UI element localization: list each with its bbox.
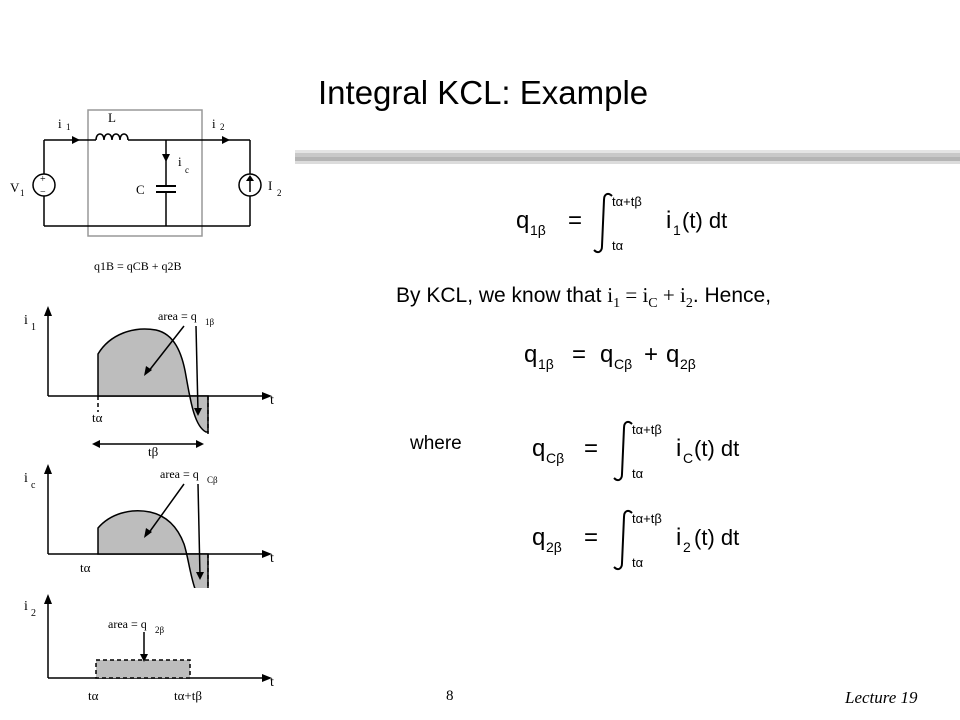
svg-text:1: 1 xyxy=(673,222,681,238)
svg-text:tα: tα xyxy=(80,560,91,575)
svg-text:i: i xyxy=(676,435,681,462)
svg-text:=: = xyxy=(584,435,598,462)
svg-text:c: c xyxy=(31,480,36,491)
svg-text:+: + xyxy=(40,174,46,185)
svg-text:tα+tβ: tα+tβ xyxy=(612,194,642,209)
svg-text:tα: tα xyxy=(632,555,644,570)
svg-text:−: − xyxy=(40,187,46,198)
svg-text:i: i xyxy=(212,116,216,131)
svg-text:1β: 1β xyxy=(205,317,215,327)
svg-text:Cβ: Cβ xyxy=(207,475,218,485)
svg-text:i: i xyxy=(58,116,62,131)
lecture-label: Lecture 19 xyxy=(845,688,918,707)
kcl-statement: By KCL, we know that i1 = iC + i2. Hence… xyxy=(396,283,772,312)
arrow-right-icon xyxy=(72,136,80,144)
page-number: 8 xyxy=(446,688,454,704)
svg-text:+: + xyxy=(644,341,658,368)
svg-text:2: 2 xyxy=(31,608,36,619)
area-shape xyxy=(95,659,191,679)
title-rule xyxy=(295,150,960,164)
svg-text:i: i xyxy=(666,207,671,234)
svg-text:Cβ: Cβ xyxy=(546,450,564,466)
svg-text:t: t xyxy=(270,393,274,408)
svg-text:q: q xyxy=(666,341,679,368)
svg-text:i: i xyxy=(24,599,28,614)
svg-text:(t) dt: (t) dt xyxy=(694,525,739,550)
svg-text:(t) dt: (t) dt xyxy=(682,208,727,233)
svg-text:1: 1 xyxy=(20,188,25,198)
graph-i2: i 2 area = q 2β t tα tα+tβ xyxy=(24,594,274,703)
svg-text:1: 1 xyxy=(31,322,36,333)
svg-text:1: 1 xyxy=(66,122,71,132)
slide-title: Integral KCL: Example xyxy=(318,74,649,111)
svg-text:1β: 1β xyxy=(530,222,546,238)
q2b-integral-equation: q 2β = tα+tβ tα i 2 (t) dt xyxy=(532,509,739,571)
qcb-integral-equation: q Cβ = tα+tβ tα i C (t) dt xyxy=(532,420,739,482)
svg-text:i: i xyxy=(178,154,182,169)
svg-text:C: C xyxy=(136,182,145,197)
svg-text:2: 2 xyxy=(683,539,691,555)
svg-text:q1B = qCB + q2B: q1B = qCB + q2B xyxy=(94,259,182,273)
svg-text:c: c xyxy=(185,165,189,175)
svg-text:(t) dt: (t) dt xyxy=(694,436,739,461)
svg-text:2β: 2β xyxy=(680,356,696,372)
q1b-integral-equation: q 1β = tα+tβ tα i 1 (t) dt xyxy=(516,192,727,254)
inductor-icon xyxy=(95,133,129,141)
svg-text:tα: tα xyxy=(92,410,103,425)
circuit-diagram: + − i 1 L i 2 i c C V 1 I 2 q1B = qCB + … xyxy=(10,109,282,273)
svg-text:area = q: area = q xyxy=(160,467,199,481)
svg-text:Cβ: Cβ xyxy=(614,356,632,372)
area-shape xyxy=(97,328,209,433)
svg-text:i: i xyxy=(24,313,28,328)
svg-text:I: I xyxy=(268,178,272,193)
svg-text:=: = xyxy=(568,207,582,234)
svg-text:tα: tα xyxy=(612,238,624,253)
integral-sign-icon xyxy=(593,192,613,254)
svg-text:2β: 2β xyxy=(155,625,165,635)
svg-text:tα+tβ: tα+tβ xyxy=(174,688,202,703)
svg-text:2β: 2β xyxy=(546,539,562,555)
svg-text:t: t xyxy=(270,675,274,690)
svg-text:tα: tα xyxy=(632,466,644,481)
svg-text:q: q xyxy=(532,435,545,462)
where-label: where xyxy=(410,433,462,454)
svg-text:tα+tβ: tα+tβ xyxy=(632,422,662,437)
graph-ic: i c area = q Cβ t tα xyxy=(24,464,274,588)
svg-text:2: 2 xyxy=(277,188,282,198)
voltage-source-icon xyxy=(32,173,56,197)
svg-text:q: q xyxy=(600,341,613,368)
svg-text:t: t xyxy=(270,551,274,566)
arrow-down-icon xyxy=(162,154,170,162)
svg-text:tα: tα xyxy=(88,688,99,703)
svg-text:tβ: tβ xyxy=(148,444,159,459)
svg-text:i: i xyxy=(24,471,28,486)
svg-text:=: = xyxy=(572,341,586,368)
integral-sign-icon xyxy=(613,509,633,571)
node-box xyxy=(87,109,203,237)
svg-text:q: q xyxy=(532,524,545,551)
charge-sum-equation: q 1β = q Cβ + q 2β xyxy=(524,341,696,372)
integral-sign-icon xyxy=(613,420,633,482)
svg-text:q: q xyxy=(516,207,529,234)
svg-text:q: q xyxy=(524,341,537,368)
svg-text:area = q: area = q xyxy=(108,617,147,631)
svg-text:i: i xyxy=(676,524,681,551)
svg-text:tα+tβ: tα+tβ xyxy=(632,511,662,526)
svg-text:area = q: area = q xyxy=(158,309,197,323)
svg-text:C: C xyxy=(683,450,693,466)
svg-text:L: L xyxy=(108,110,116,125)
arrow-right-icon xyxy=(222,136,230,144)
svg-text:=: = xyxy=(584,524,598,551)
svg-text:2: 2 xyxy=(220,122,225,132)
svg-text:V: V xyxy=(10,180,20,195)
svg-text:1β: 1β xyxy=(538,356,554,372)
area-shape xyxy=(97,510,209,588)
graph-i1: i 1 area = q 1β t tα tβ xyxy=(24,306,274,459)
